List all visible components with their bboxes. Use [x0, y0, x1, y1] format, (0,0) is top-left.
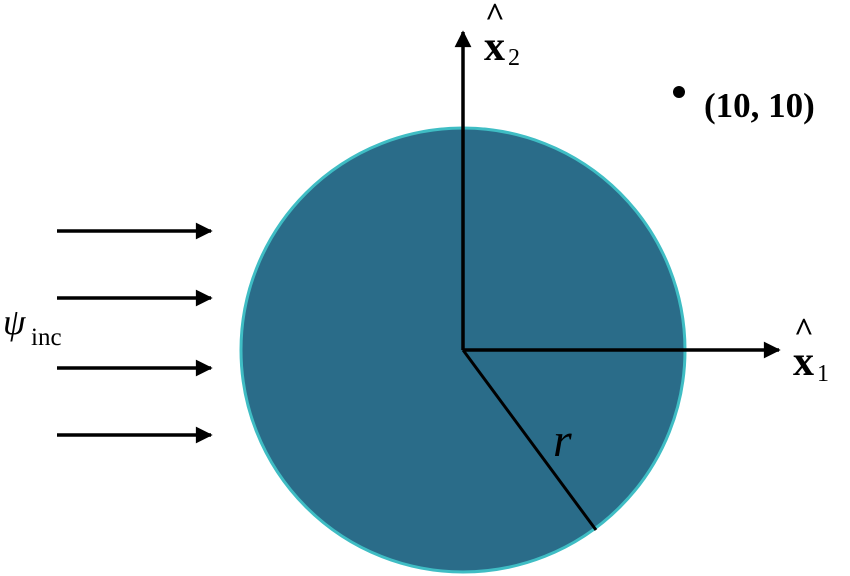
radius-line — [461, 349, 598, 531]
psi-symbol: ψ — [3, 302, 26, 342]
x1-symbol: x — [793, 339, 814, 385]
x2-subscript: 2 — [508, 45, 520, 71]
x2-axis-label: ^ x 2 — [484, 0, 520, 71]
x1-axis-label: ^ x 1 — [793, 312, 829, 387]
point-label: (10, 10) — [704, 86, 815, 125]
incident-wave-arrows — [57, 222, 213, 444]
x2-symbol: x — [484, 24, 505, 70]
observation-point — [673, 86, 685, 98]
psi-subscript: inc — [31, 324, 62, 351]
x1-hat: ^ — [794, 312, 814, 349]
x2-hat: ^ — [485, 0, 505, 34]
x1-subscript: 1 — [817, 361, 829, 387]
radius-label: r — [553, 414, 572, 467]
incident-wave-label: ψ inc — [3, 302, 62, 351]
